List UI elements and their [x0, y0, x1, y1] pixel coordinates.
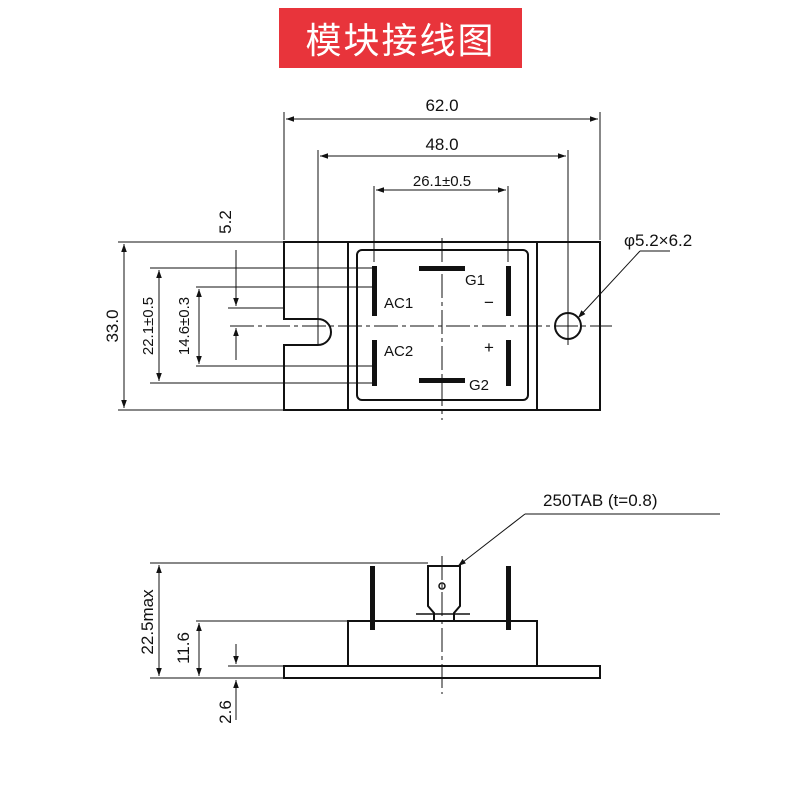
- dim-body-height: 11.6: [174, 632, 193, 664]
- dim-total-height: 22.5max: [138, 589, 157, 655]
- dim-hole-spacing: 48.0: [425, 135, 458, 154]
- side-tab: [427, 565, 461, 622]
- label-minus: −: [484, 293, 494, 312]
- dim-offset: 5.2: [216, 210, 235, 234]
- dim-pitch-inner: 14.6±0.3: [176, 297, 193, 355]
- dim-height: 33.0: [103, 309, 122, 342]
- side-terminal-left: [370, 566, 375, 630]
- dim-overall-width: 62.0: [425, 96, 458, 115]
- label-g2: G2: [469, 377, 489, 394]
- dim-base-thickness: 2.6: [216, 700, 235, 724]
- label-ac1: AC1: [384, 295, 413, 312]
- side-tab-hole: [438, 582, 446, 590]
- side-view: 22.5max 11.6 2.6 250TAB (t=0.8): [138, 491, 720, 724]
- dim-pitch-outer: 22.1±0.5: [140, 297, 157, 355]
- label-g1: G1: [465, 272, 485, 289]
- terminal-g2: [419, 378, 465, 383]
- side-terminal-right: [506, 566, 511, 630]
- terminal-plus: [506, 340, 511, 386]
- terminal-ac2: [372, 340, 377, 386]
- base-plate-outline: [283, 241, 601, 411]
- dim-terminal-spacing: 26.1±0.5: [413, 173, 471, 190]
- top-view: 62.0 48.0 26.1±0.5 φ5.2×6.2 33.0 22.1±0.…: [103, 96, 692, 420]
- page-title: 模块接线图: [305, 21, 496, 62]
- terminal-ac1: [372, 266, 377, 316]
- dim-tab: 250TAB (t=0.8): [543, 491, 658, 510]
- label-ac2: AC2: [384, 343, 413, 360]
- terminal-minus: [506, 266, 511, 316]
- title-banner: 模块接线图: [279, 8, 522, 68]
- dim-hole-size: φ5.2×6.2: [624, 231, 692, 250]
- label-plus: +: [484, 338, 494, 357]
